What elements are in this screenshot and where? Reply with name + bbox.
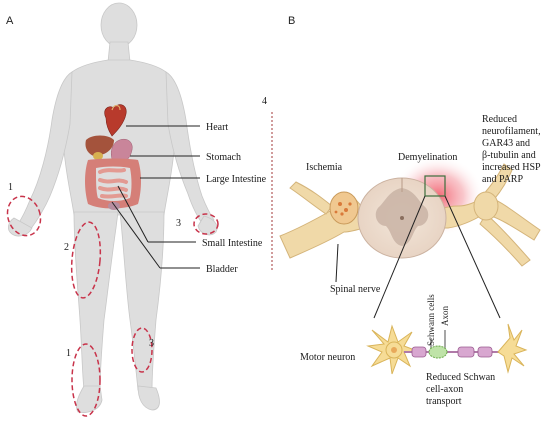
organ-leader-lines [111, 125, 200, 269]
panel-label-a: A [6, 15, 14, 27]
label-demyelination: Demyelination [398, 152, 457, 163]
region-number-left-thigh: 2 [64, 242, 69, 253]
schwann-segments [411, 346, 493, 358]
region-number-right-shin: 3 [149, 338, 154, 349]
affected-regions [6, 195, 219, 417]
region-left-hand [6, 195, 42, 237]
heart-organ [104, 104, 127, 137]
zoom-lines [335, 195, 501, 319]
region-right-shin [131, 327, 153, 373]
region-number-right-hand: 3 [176, 218, 181, 229]
motor-neuron [366, 323, 528, 375]
label-large-intestine: Large Intestine [206, 174, 267, 185]
region-right-hand [193, 213, 219, 235]
bladder-organ [108, 202, 120, 210]
ganglion-left [329, 191, 359, 225]
divider-number: 4 [262, 96, 267, 107]
panel-label-b: B [288, 15, 295, 27]
label-axon: Axon [440, 306, 450, 326]
label-schwann-cells: Schwann cells [426, 294, 436, 346]
spinal-cord [357, 177, 447, 259]
label-small-intestine: Small Intestine [202, 238, 263, 249]
organs [85, 104, 141, 210]
region-left-thigh [70, 221, 102, 299]
liver-organ [85, 135, 114, 156]
label-spinal-nerve: Spinal nerve [330, 284, 381, 295]
label-motor-neuron: Motor neuron [300, 352, 355, 363]
label-reduced-transport: Reduced Schwan cell-axon transport [426, 372, 498, 407]
gallbladder-organ [93, 152, 103, 160]
large-intestine-organ [85, 158, 141, 209]
label-heart: Heart [206, 122, 228, 133]
damaged-schwann-cell [428, 345, 448, 359]
ischemia-spots [334, 202, 352, 216]
region-number-left-hand: 1 [8, 182, 13, 193]
region-left-foot [71, 343, 101, 417]
label-stomach: Stomach [206, 152, 241, 163]
demyelination-box [424, 175, 446, 197]
label-reduced-proteins: Reduced neurofilament, GAR43 and β-tubul… [482, 114, 543, 185]
region-number-left-foot: 1 [66, 348, 71, 359]
small-intestine-organ [98, 168, 128, 199]
label-ischemia: Ischemia [306, 162, 343, 173]
human-body [8, 2, 218, 413]
label-bladder: Bladder [206, 264, 238, 275]
ganglion-right [473, 191, 499, 221]
